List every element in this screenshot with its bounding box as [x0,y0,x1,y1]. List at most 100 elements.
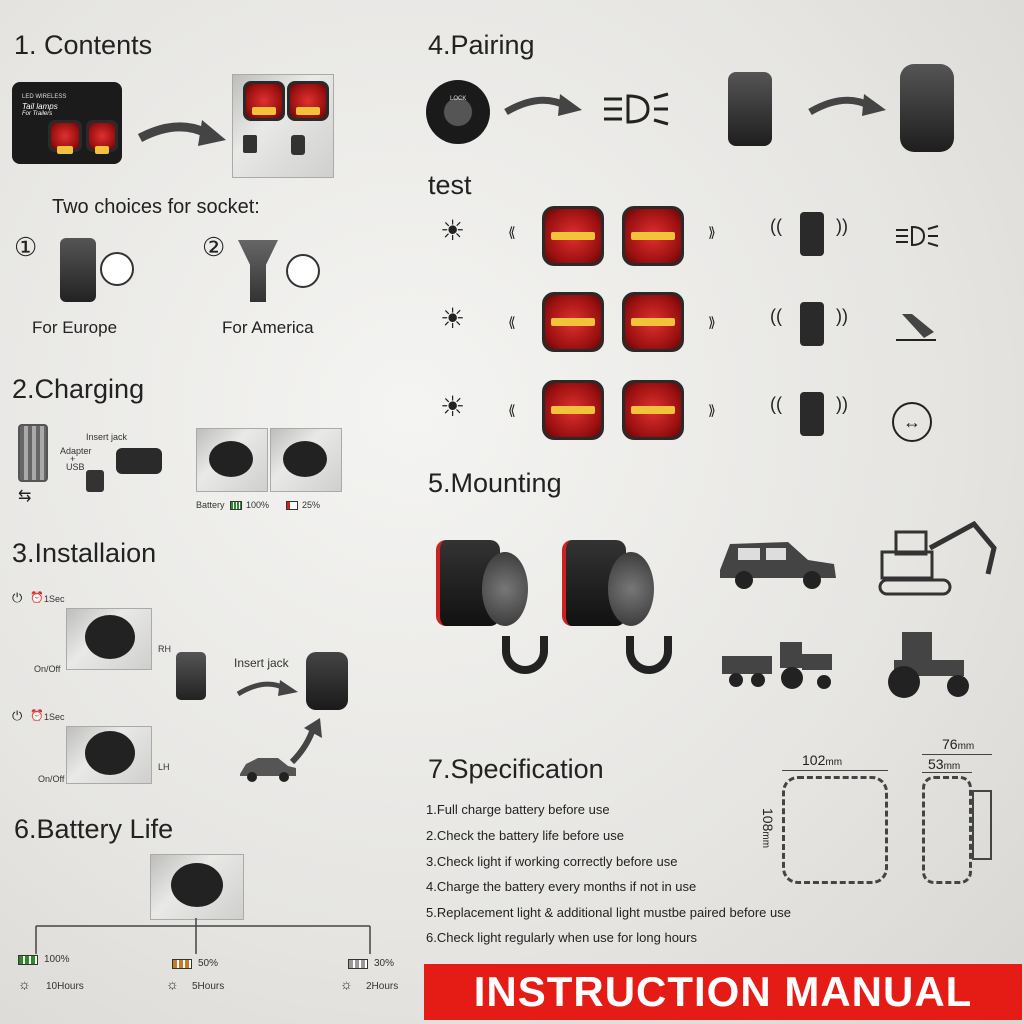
battery-full-photo [196,428,268,492]
onoff-1-label: On/Off [34,664,61,674]
battery-full-label: 100% [246,500,270,510]
case-lamp-right [86,120,118,154]
bulb-icon-30: ☼ [340,976,353,992]
level-50-indicator-icon [172,959,192,969]
spec-item-2: 2.Check the battery life before use [426,828,625,843]
spec-depth-body-line [922,772,972,773]
suv-icon [720,542,836,589]
install-socket-icon [176,652,206,700]
spec-item-3: 3.Check light if working correctly befor… [426,854,678,869]
test-row-2-lamp-right [622,292,684,352]
excavator-icon [878,520,997,596]
pairing-socket-icon [728,72,772,146]
sockets-title: Two choices for socket: [52,196,260,218]
installation-title: 3.Installaion [12,538,157,568]
test-row-1-bulb-icon: ☀ [440,215,466,246]
europe-socket-face-icon [100,252,134,286]
power-icon: ⏻ [12,590,23,605]
level-50-hours: 5Hours [192,981,225,992]
spec-item-4: 4.Charge the battery every months if not… [426,879,697,894]
battery-label: Battery [196,500,225,510]
battery-life-title: 6.Battery Life [14,814,174,844]
battery-icon [18,424,48,482]
charging-adapter: Adapter [60,446,92,456]
choice-2-number: ② [202,232,226,262]
specification-title: 7.Specification [428,754,604,784]
lh-lamp-dome-icon [85,731,135,775]
rh-label: RH [158,644,171,654]
spec-diagram-front [782,776,888,884]
rh-lamp-dome-icon [85,615,135,659]
turn-signal-icon: ↔ [892,402,932,442]
car-icon [240,758,296,782]
test-row-2-socket-icon [800,302,824,346]
onoff-2-label: On/Off [38,774,65,784]
america-socket-face-icon [286,254,320,288]
spec-side-mount [972,790,992,860]
timer-icon: ⏰ [30,592,44,604]
spec-item-5: 5.Replacement light & additional light m… [426,905,791,920]
magnet-icon-2 [626,636,672,674]
europe-label: For Europe [32,318,118,337]
test-row-3-receiver-right-icon: )) [836,394,848,414]
spec-diagram-side [922,776,972,884]
tractor-trailer-icon [722,642,832,689]
pairing-title: 4.Pairing [428,30,535,60]
america-label: For America [222,318,314,337]
mount-magnet-disc-1-icon [482,552,528,626]
charging-lamp-icon [116,448,162,474]
contents-items-photo [232,74,334,178]
contents-lamp-right [287,81,329,121]
spec-depth-total-value: 76mm [942,736,974,752]
battery-low-label: 25% [302,500,321,510]
test-row-3-receiver-icon: (( [770,394,782,414]
charging-title: 2.Charging [12,374,145,404]
instruction-manual-banner: INSTRUCTION MANUAL [424,964,1022,1020]
test-row-2-lamp-left [542,292,604,352]
choice-1-number: ① [14,232,38,262]
spec-width-unit: mm [825,757,843,768]
pairing-arrow-2-icon [808,94,886,116]
usb-icon: ⇆ [18,488,32,505]
test-row-1-headlight-icon [896,225,939,247]
test-row-1-receiver-right-icon: )) [836,216,848,236]
test-row-1-lamp-right [622,206,684,266]
test-title: test [428,170,472,200]
spec-depth-body-number: 53 [928,756,944,772]
charger-adapter-icon [86,470,104,492]
spec-depth-body-unit: mm [943,761,961,772]
battery-life-tree [35,918,371,954]
battery-life-photo [150,854,244,920]
lamp-dome-icon [209,441,253,477]
lh-label: LH [158,762,170,772]
test-row-2-signal-left-icon: ⟪ [508,314,516,330]
spec-depth-total-line [922,754,992,755]
tractor-icon [888,632,969,698]
battery-life-lamp-icon [171,863,223,907]
spec-depth-total-unit: mm [957,741,975,752]
battery-full-indicator-icon [230,501,242,510]
battery-low-photo [270,428,342,492]
contents-title: 1. Contents [14,30,153,60]
spec-depth-total-number: 76 [942,736,958,752]
test-row-3-socket-icon [800,392,824,436]
jack-connected-icon [306,652,348,710]
charging-plus: + [70,454,76,464]
spec-height-unit: mm [760,831,771,849]
spec-width-line [782,770,888,771]
case-title-1: Tail lamps [22,102,58,111]
bulb-icon-50: ☼ [166,976,179,992]
spec-item-6: 6.Check light regularly when use for lon… [426,930,697,945]
level-100-hours: 10Hours [46,981,84,992]
insert-arrow-icon [236,680,298,697]
spec-width-value: 102mm [802,752,842,768]
test-row-1-signal-right-icon: ⟫ [708,224,716,240]
spec-depth-body-value: 53mm [928,756,960,772]
level-100-indicator-icon [18,955,38,965]
level-100-pct: 100% [44,954,70,965]
case-brand: LED WIRELESS [22,94,67,100]
mount-magnet-disc-2-icon [608,552,654,626]
charging-insert-jack: Insert jack [86,432,128,442]
lh-lamp-photo [66,726,152,784]
headlight-icon [604,92,669,126]
